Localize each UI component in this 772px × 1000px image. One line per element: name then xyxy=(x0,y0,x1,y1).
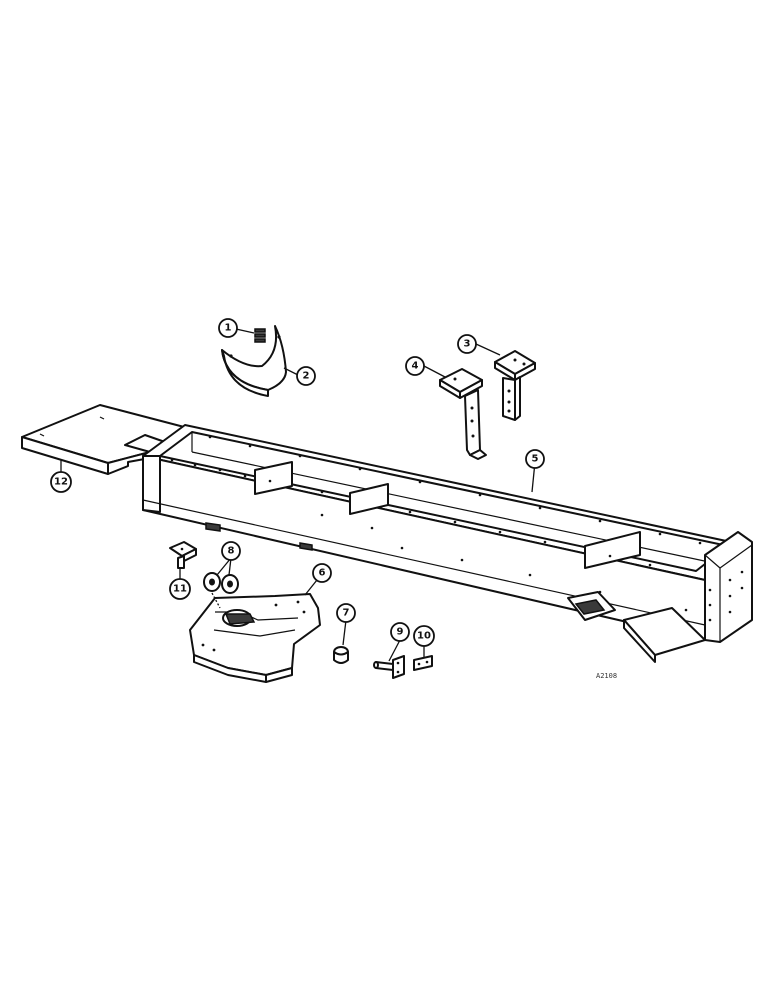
callout-11: 11 xyxy=(169,578,191,600)
leader-lines xyxy=(60,328,536,662)
callout-12: 12 xyxy=(50,471,72,493)
part-10-plate xyxy=(413,655,433,671)
callout-9: 9 xyxy=(390,622,410,642)
part-2-curved-strap xyxy=(221,325,287,397)
svg-text:2: 2 xyxy=(303,371,310,382)
callout-1: 1 xyxy=(218,318,238,338)
callout-3: 3 xyxy=(457,334,477,354)
part-11-small-bracket xyxy=(169,541,197,569)
svg-text:12: 12 xyxy=(54,477,68,488)
frame-holes xyxy=(170,435,744,622)
svg-text:8: 8 xyxy=(228,546,235,557)
svg-text:4: 4 xyxy=(412,361,419,372)
svg-text:3: 3 xyxy=(464,339,471,350)
svg-text:1: 1 xyxy=(225,323,232,334)
callout-10: 10 xyxy=(413,625,435,647)
part-12-weight-plate xyxy=(21,404,189,475)
svg-text:6: 6 xyxy=(319,568,326,579)
callout-7: 7 xyxy=(336,603,356,623)
part-9-pin xyxy=(373,655,405,679)
part-7-bushing xyxy=(333,646,349,664)
part-3-bracket xyxy=(494,350,536,421)
part-5-main-frame xyxy=(142,424,753,663)
part-1-spring xyxy=(254,328,266,343)
svg-text:9: 9 xyxy=(397,627,404,638)
svg-text:7: 7 xyxy=(343,608,350,619)
callout-2: 2 xyxy=(296,366,316,386)
callout-8: 8 xyxy=(221,541,241,561)
part-4-bracket xyxy=(439,368,487,460)
callout-6: 6 xyxy=(312,563,332,583)
callout-4: 4 xyxy=(405,356,425,376)
svg-text:5: 5 xyxy=(532,454,539,465)
svg-text:11: 11 xyxy=(173,584,187,595)
svg-text:10: 10 xyxy=(417,631,431,642)
part-8-washers xyxy=(203,572,239,594)
callout-5: 5 xyxy=(525,449,545,469)
part-6-hitch-casting xyxy=(189,592,321,683)
figure-reference: A2108 xyxy=(596,672,617,680)
